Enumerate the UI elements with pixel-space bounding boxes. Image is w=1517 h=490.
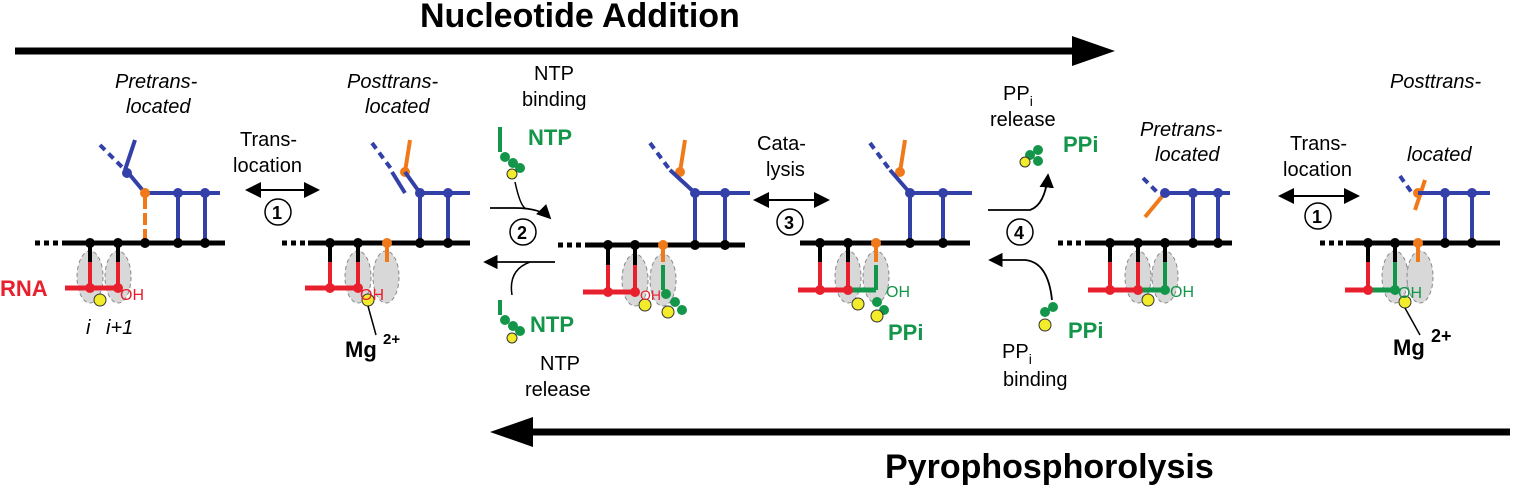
step-label-line2: binding (1003, 369, 1068, 391)
step-label-line1: NTP (540, 353, 580, 375)
oh-label: OH (120, 287, 144, 304)
nucleotide-addition-title: Nucleotide Addition (420, 0, 740, 35)
state-label-line1: Posttrans- (1390, 71, 1481, 93)
ntp-label: NTP (530, 312, 574, 337)
step-number: 1 (272, 203, 282, 223)
step-ntp-release: NTP NTP release (483, 254, 591, 401)
step-ppi-binding: PPi PPi binding (988, 252, 1103, 391)
state-label-line1: Pretrans- (1140, 119, 1223, 141)
ppi-label: PPi (1068, 318, 1103, 343)
pyrophosphorolysis-title: Pyrophosphorolysis (885, 448, 1214, 486)
state-label-line2: located (1407, 144, 1472, 166)
oh-label: OH (640, 287, 661, 303)
step-label-line1: NTP (534, 63, 574, 85)
state-post-catalysis: OH PPi (798, 139, 972, 345)
state-label-line2: located (126, 96, 191, 118)
step-number: 1 (1312, 207, 1322, 227)
nucleotide-addition-arrow (15, 36, 1115, 66)
step-number: 3 (784, 213, 794, 233)
ppi-label: PPi (1063, 132, 1098, 157)
step-label-line1: Trans- (240, 129, 297, 151)
step-label-line2: location (1283, 159, 1352, 181)
state-pretranslocated-2: Pretrans- located OH (1058, 119, 1232, 307)
step-label-line1: Trans- (1290, 133, 1347, 155)
mg-label: Mg (1393, 335, 1425, 360)
step-label-line2: location (233, 155, 302, 177)
state-label-line2: located (1155, 144, 1220, 166)
step-label-ppi: PPi (1003, 83, 1033, 109)
step-label-line2: lysis (766, 159, 805, 181)
state-pretranslocated-1: Pretrans- located RNA O (0, 71, 225, 339)
step-ntp-binding: NTP binding NTP 2 (490, 63, 587, 246)
state-posttranslocated-1: Posttrans- located OH Mg 2+ (282, 71, 470, 362)
step-ppi-release: PPi release PPi 4 (988, 83, 1098, 246)
step-label-line2: binding (522, 89, 587, 111)
step-label-line2: release (525, 379, 591, 401)
step-label-line2: release (990, 109, 1056, 131)
step-label-line1: Cata- (757, 133, 806, 155)
step-number: 2 (517, 223, 527, 243)
state-ntp-bound: OH (558, 139, 750, 319)
state-label-line1: Pretrans- (115, 71, 198, 93)
oh-label: OH (360, 287, 384, 304)
pyrophosphorolysis-arrow (490, 417, 1510, 447)
rna-label: RNA (0, 276, 48, 301)
mg-superscript: 2+ (383, 331, 400, 348)
site-i-label: i (86, 317, 91, 339)
oh-label: OH (1170, 284, 1194, 301)
state-label-line2: located (365, 96, 430, 118)
site-i1-label: i+1 (106, 317, 133, 339)
step-label-ppi: PPi (1002, 341, 1032, 367)
ntp-label: NTP (528, 125, 572, 150)
oh-label: OH (1398, 285, 1422, 302)
ppi-label: PPi (888, 320, 923, 345)
step-translocation-1: Trans- location 1 (233, 129, 320, 226)
step-catalysis: Cata- lysis 3 (753, 133, 830, 236)
step-translocation-2: Trans- location 1 (1278, 133, 1360, 230)
mg-label: Mg (345, 337, 377, 362)
state-label-line1: Posttrans- (347, 71, 438, 93)
mg-superscript: 2+ (1431, 326, 1452, 346)
step-number: 4 (1014, 223, 1024, 243)
state-posttranslocated-2: Posttrans- located OH Mg 2+ (1320, 71, 1500, 360)
oh-label: OH (886, 284, 910, 301)
